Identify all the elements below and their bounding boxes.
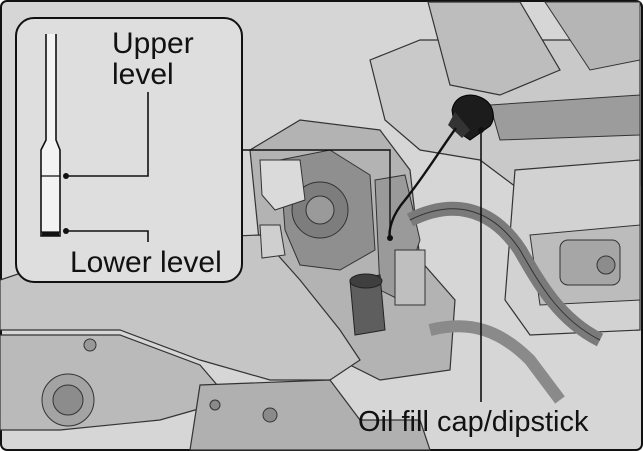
upper-level-label: Upper level [112, 28, 194, 90]
oil-fill-cap-label: Oil fill cap/dipstick [358, 408, 588, 437]
lower-level-label: Lower level [70, 248, 222, 278]
